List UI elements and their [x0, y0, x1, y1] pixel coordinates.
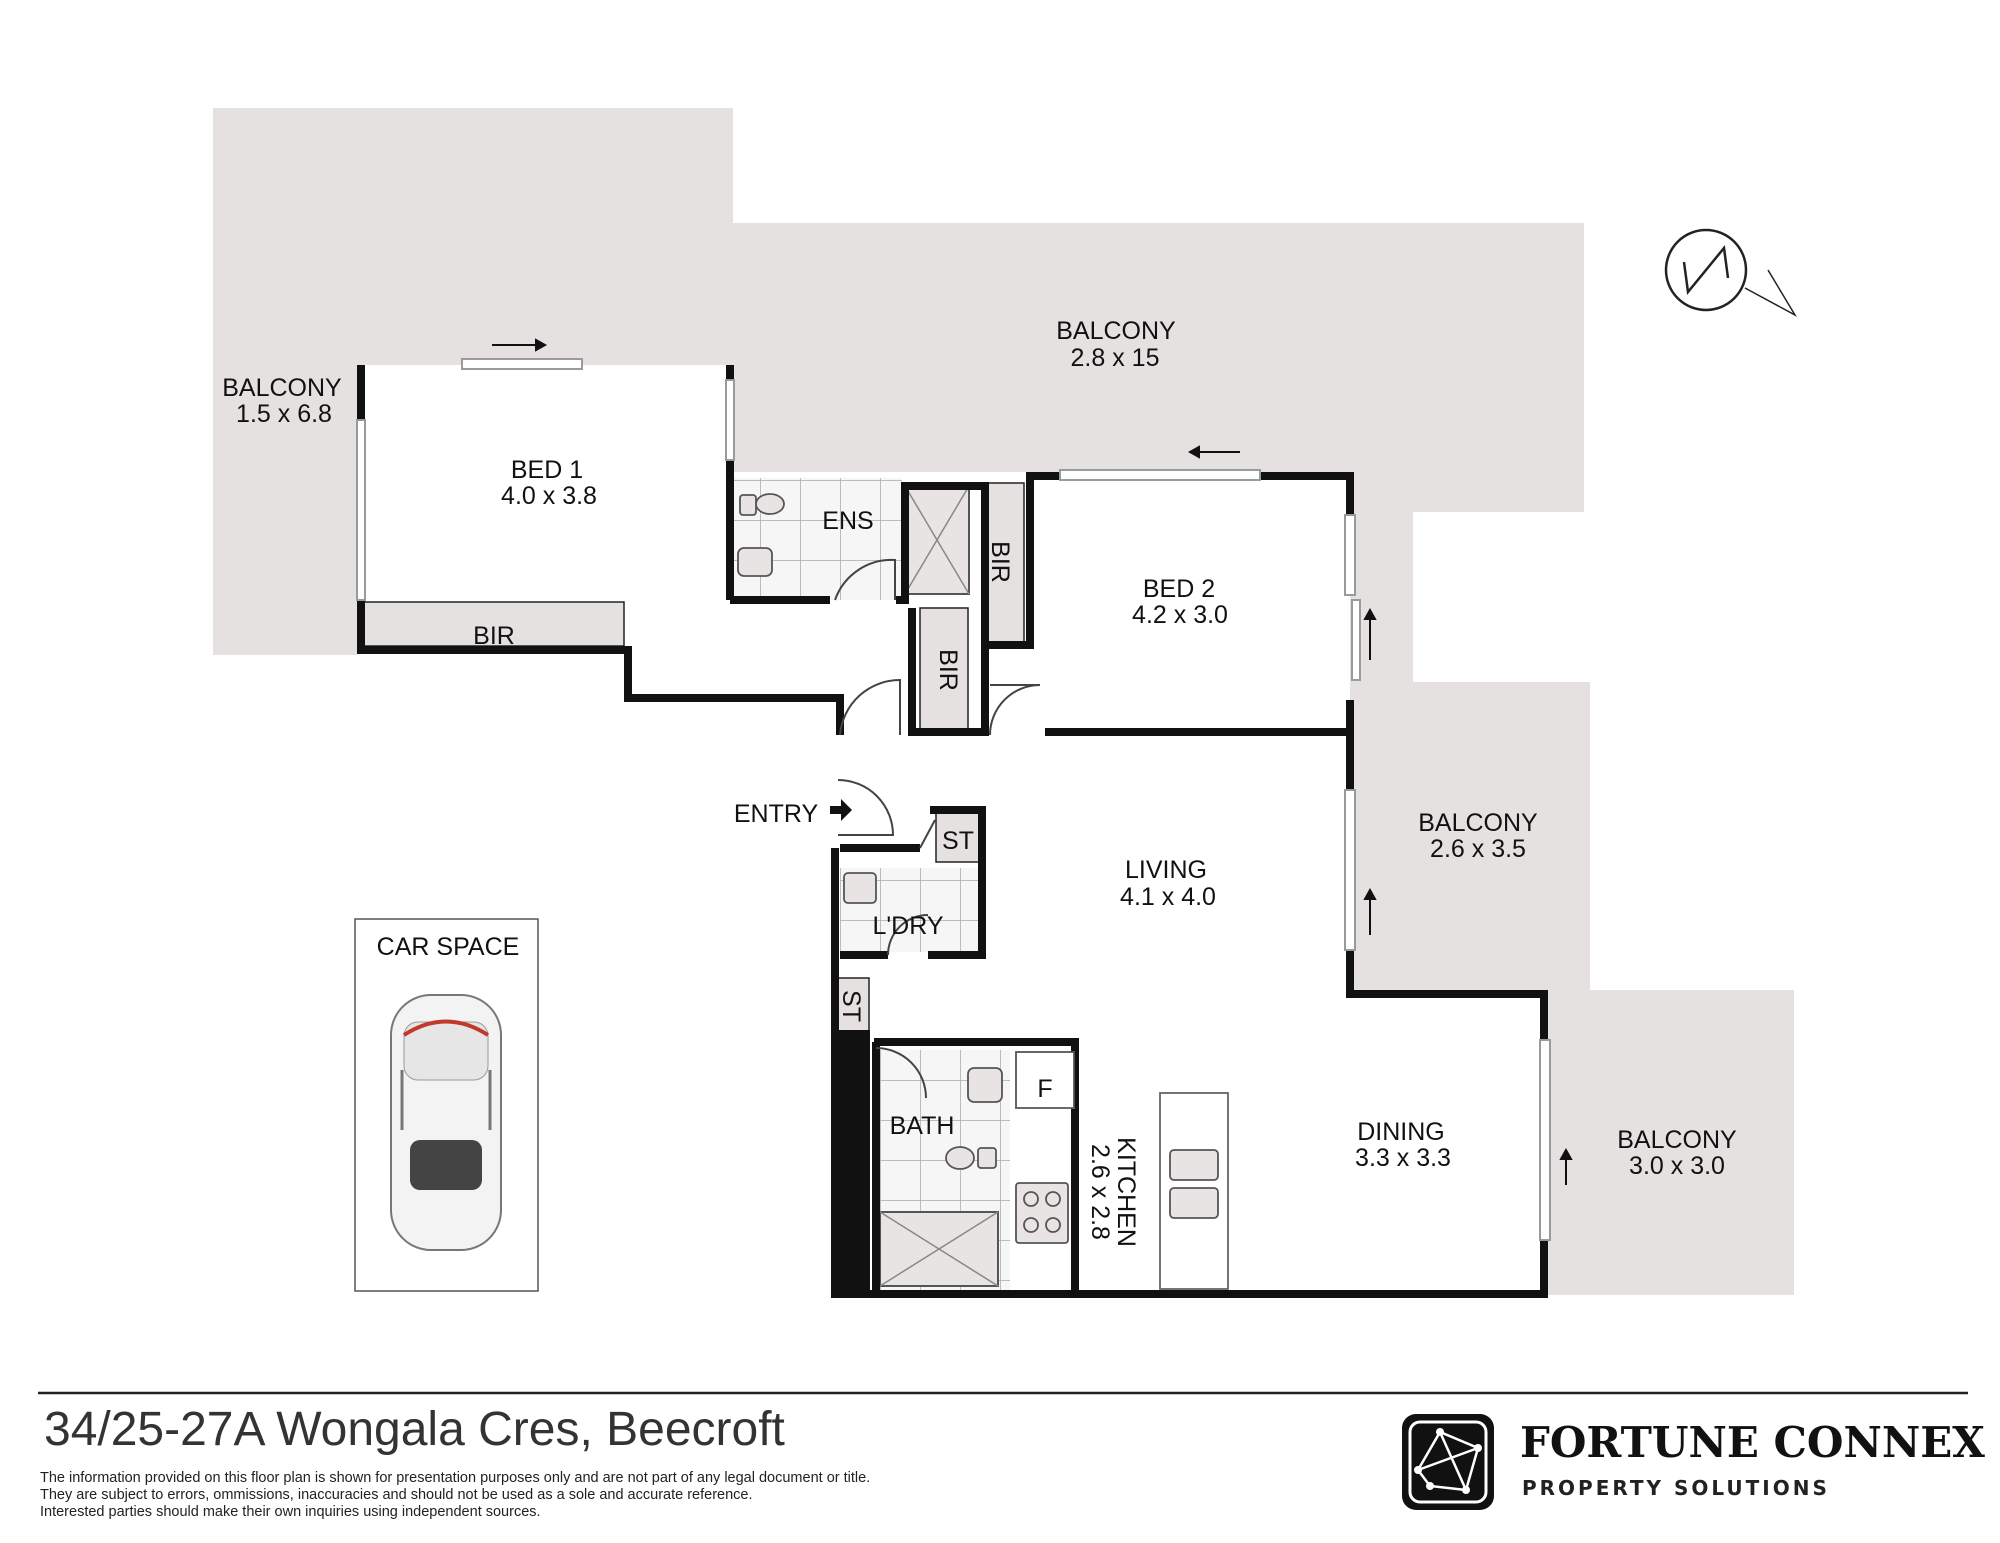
thick-wall — [834, 1030, 870, 1294]
balconies — [213, 108, 1794, 1295]
label-ens: ENS — [822, 507, 873, 535]
label-balcony-se: BALCONY — [1617, 1126, 1737, 1154]
disclaimer-line: They are subject to errors, ommissions, … — [40, 1487, 753, 1503]
label-bed1: BED 1 — [511, 456, 583, 484]
ensuite-tiles — [732, 478, 902, 600]
disclaimer-line: The information provided on this floor p… — [40, 1470, 871, 1486]
label-bir-bed1: BIR — [473, 622, 515, 650]
car-icon — [390, 994, 502, 1251]
label-balcony-east-dims: 2.6 x 3.5 — [1430, 835, 1526, 863]
brand-logo-icon — [1402, 1414, 1494, 1510]
label-entry: ENTRY — [734, 800, 819, 828]
balcony-north-area — [213, 108, 1794, 1295]
label-dining: DINING — [1357, 1118, 1445, 1146]
laundry-tub — [843, 872, 877, 904]
label-st-b: ST — [837, 990, 865, 1022]
label-laundry: L'DRY — [872, 912, 943, 940]
bath-toilet — [945, 1146, 975, 1170]
label-car-space: CAR SPACE — [377, 933, 520, 961]
brand-subtitle: PROPERTY SOLUTIONS — [1522, 1476, 1830, 1500]
label-kitchen: KITCHEN — [1112, 1137, 1140, 1247]
label-balcony-west: BALCONY — [222, 374, 342, 402]
label-kitchen-dims: 2.6 x 2.8 — [1086, 1144, 1114, 1240]
label-balcony-north-dims: 2.8 x 15 — [1071, 344, 1160, 372]
wet-areas — [732, 478, 1010, 1290]
entry-arrow-icon — [830, 799, 852, 821]
disclaimer: The information provided on this floor p… — [40, 1470, 940, 1521]
ensuite-toilet — [755, 493, 785, 515]
label-st-a: ST — [942, 827, 974, 855]
label-dining-dims: 3.3 x 3.3 — [1355, 1144, 1451, 1172]
compass-north-icon — [1664, 228, 1798, 317]
disclaimer-line: Interested parties should make their own… — [40, 1504, 541, 1520]
label-balcony-west-dims: 1.5 x 6.8 — [236, 400, 332, 428]
brand-name: FORTUNE CONNEX — [1520, 1418, 1985, 1467]
room-labels: BALCONY 1.5 x 6.8 BALCONY 2.8 x 15 BED 1… — [222, 317, 1737, 1247]
label-bath: BATH — [890, 1112, 955, 1140]
label-bed2-dims: 4.2 x 3.0 — [1132, 601, 1228, 629]
fixtures — [737, 493, 1229, 1290]
cooktop — [1015, 1182, 1069, 1244]
ensuite-basin — [737, 547, 773, 577]
label-bir-b: BIR — [986, 541, 1014, 583]
slide-arrows — [492, 338, 1573, 1185]
label-living-dims: 4.1 x 4.0 — [1120, 883, 1216, 911]
label-balcony-east: BALCONY — [1418, 809, 1538, 837]
label-bed2: BED 2 — [1143, 575, 1215, 603]
property-address: 34/25-27A Wongala Cres, Beecroft — [44, 1403, 785, 1456]
label-balcony-north: BALCONY — [1056, 317, 1176, 345]
bir-bed1-area — [361, 601, 625, 647]
label-bir-a: BIR — [934, 649, 962, 691]
label-bed1-dims: 4.0 x 3.8 — [501, 482, 597, 510]
bath-basin — [967, 1067, 1003, 1103]
car-space — [354, 918, 539, 1292]
windows — [356, 358, 1551, 1241]
label-living: LIVING — [1125, 856, 1207, 884]
label-balcony-se-dims: 3.0 x 3.0 — [1629, 1152, 1725, 1180]
door-swings — [834, 558, 1041, 1099]
label-fridge: F — [1037, 1075, 1052, 1103]
